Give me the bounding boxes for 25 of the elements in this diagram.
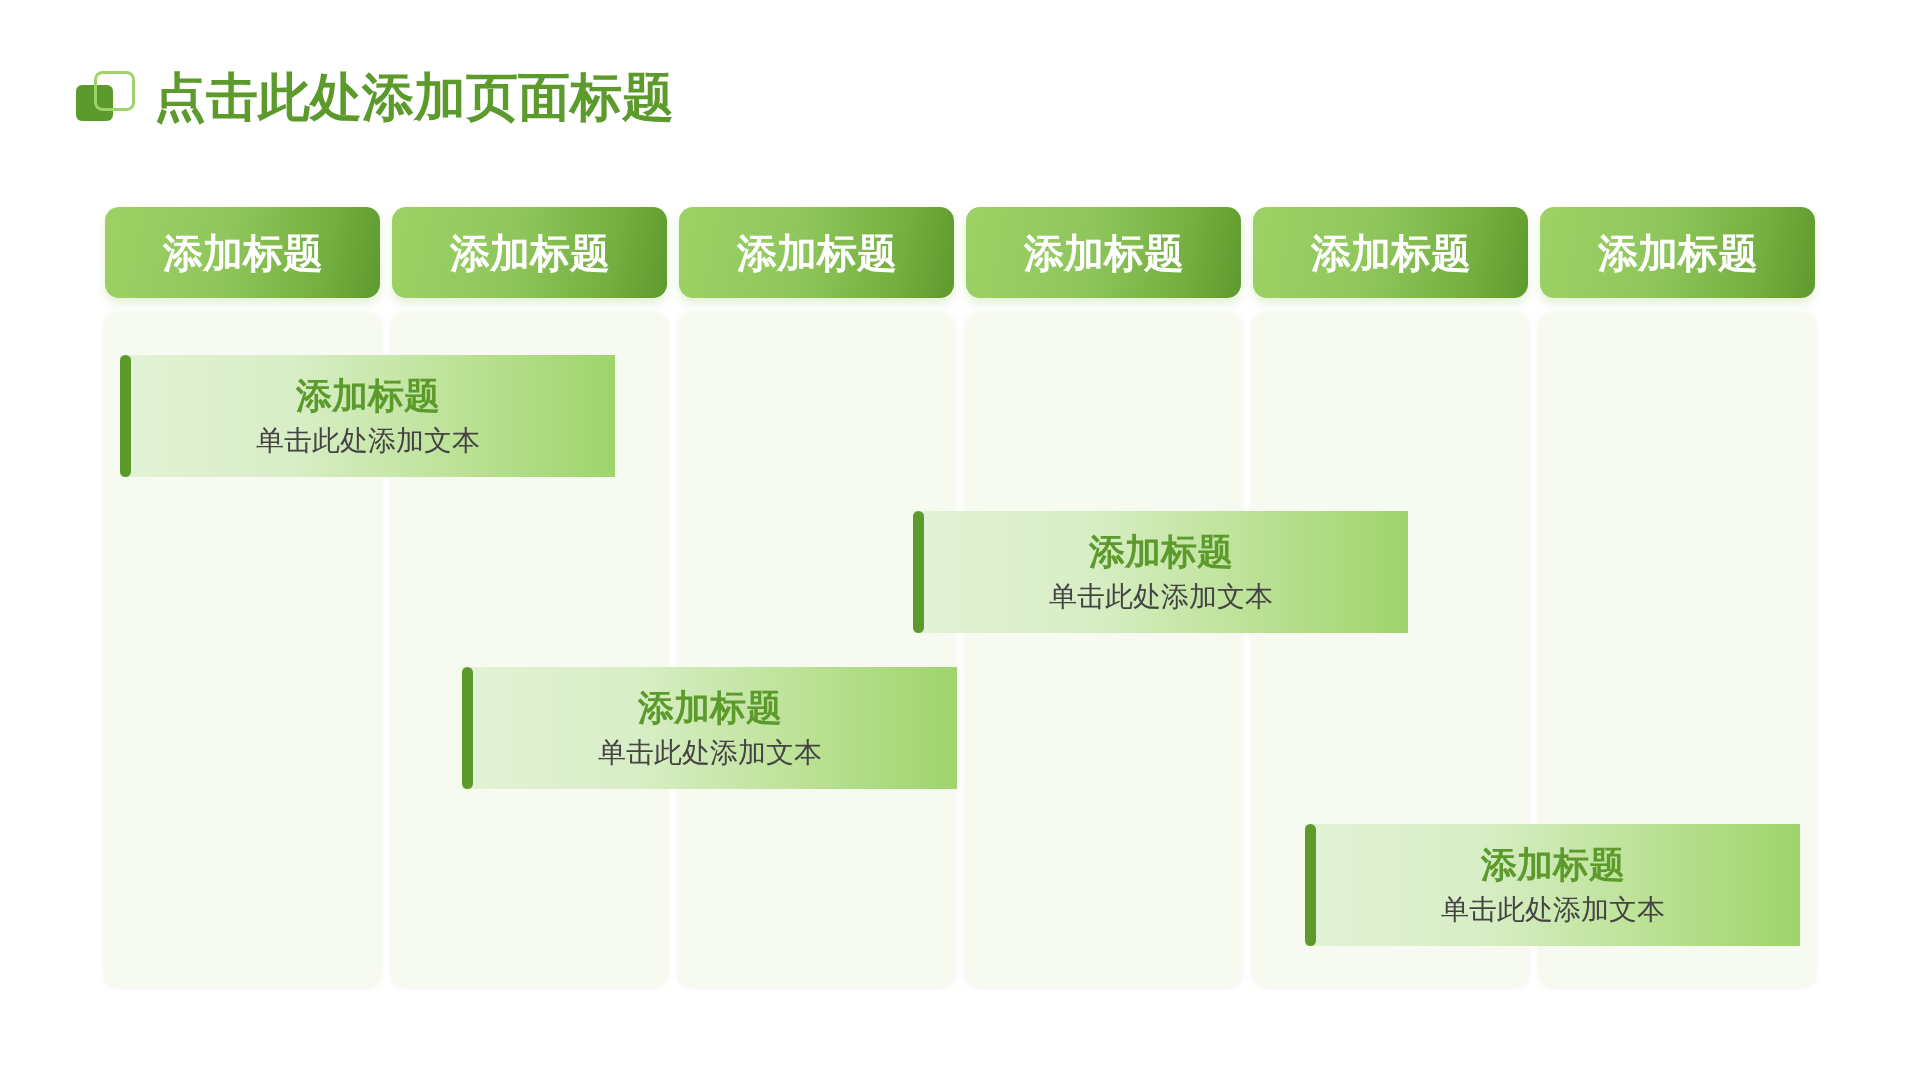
task-text: 单击此处添加文本 xyxy=(1440,891,1665,928)
column-header xyxy=(966,207,1241,298)
column-header xyxy=(1253,207,1528,298)
header-title: 添加标题 xyxy=(1597,228,1758,277)
task-text: 单击此处添加文本 xyxy=(255,422,480,459)
header-title: 添加标题 xyxy=(1023,228,1184,277)
column-header xyxy=(105,207,380,298)
header-title: 添加标题 xyxy=(736,228,897,277)
header-title: 添加标题 xyxy=(449,228,610,277)
task-bar xyxy=(120,355,615,477)
column-header xyxy=(1540,207,1815,298)
column-header xyxy=(679,207,954,298)
task-title: 添加标题 xyxy=(1088,529,1233,573)
task-bar xyxy=(1305,824,1800,946)
task-bar xyxy=(913,511,1408,633)
task-bar xyxy=(462,667,957,789)
task-title: 添加标题 xyxy=(295,373,440,417)
task-title: 添加标题 xyxy=(637,685,782,729)
task-text: 单击此处添加文本 xyxy=(1048,578,1273,615)
header-title: 添加标题 xyxy=(162,228,323,277)
page-title: 点击此处添加页面标题 xyxy=(154,66,674,128)
task-text: 单击此处添加文本 xyxy=(597,734,822,771)
header-title: 添加标题 xyxy=(1310,228,1471,277)
column-header xyxy=(392,207,667,298)
task-title: 添加标题 xyxy=(1480,842,1625,886)
